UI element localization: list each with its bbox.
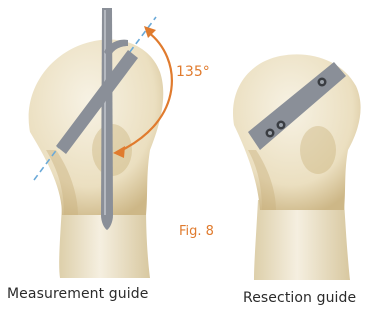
caption-measurement-guide: Measurement guide (7, 286, 148, 302)
guide-rod (101, 8, 113, 230)
figure-number-label: Fig. 8 (179, 224, 214, 239)
humerus-right (233, 54, 361, 280)
angle-label: 135° (176, 64, 210, 80)
resection-pin-1-hole (268, 131, 272, 135)
humerus-right-tuberosity-shade (300, 126, 336, 174)
humerus-left-head (29, 39, 164, 215)
caption-resection-guide: Resection guide (243, 290, 356, 306)
humerus-right-shaft (254, 200, 350, 280)
resection-pin-2-hole (279, 123, 283, 127)
resection-pin-3-hole (320, 80, 324, 84)
humerus-left (29, 39, 164, 278)
guide-rod-highlight (104, 10, 106, 215)
